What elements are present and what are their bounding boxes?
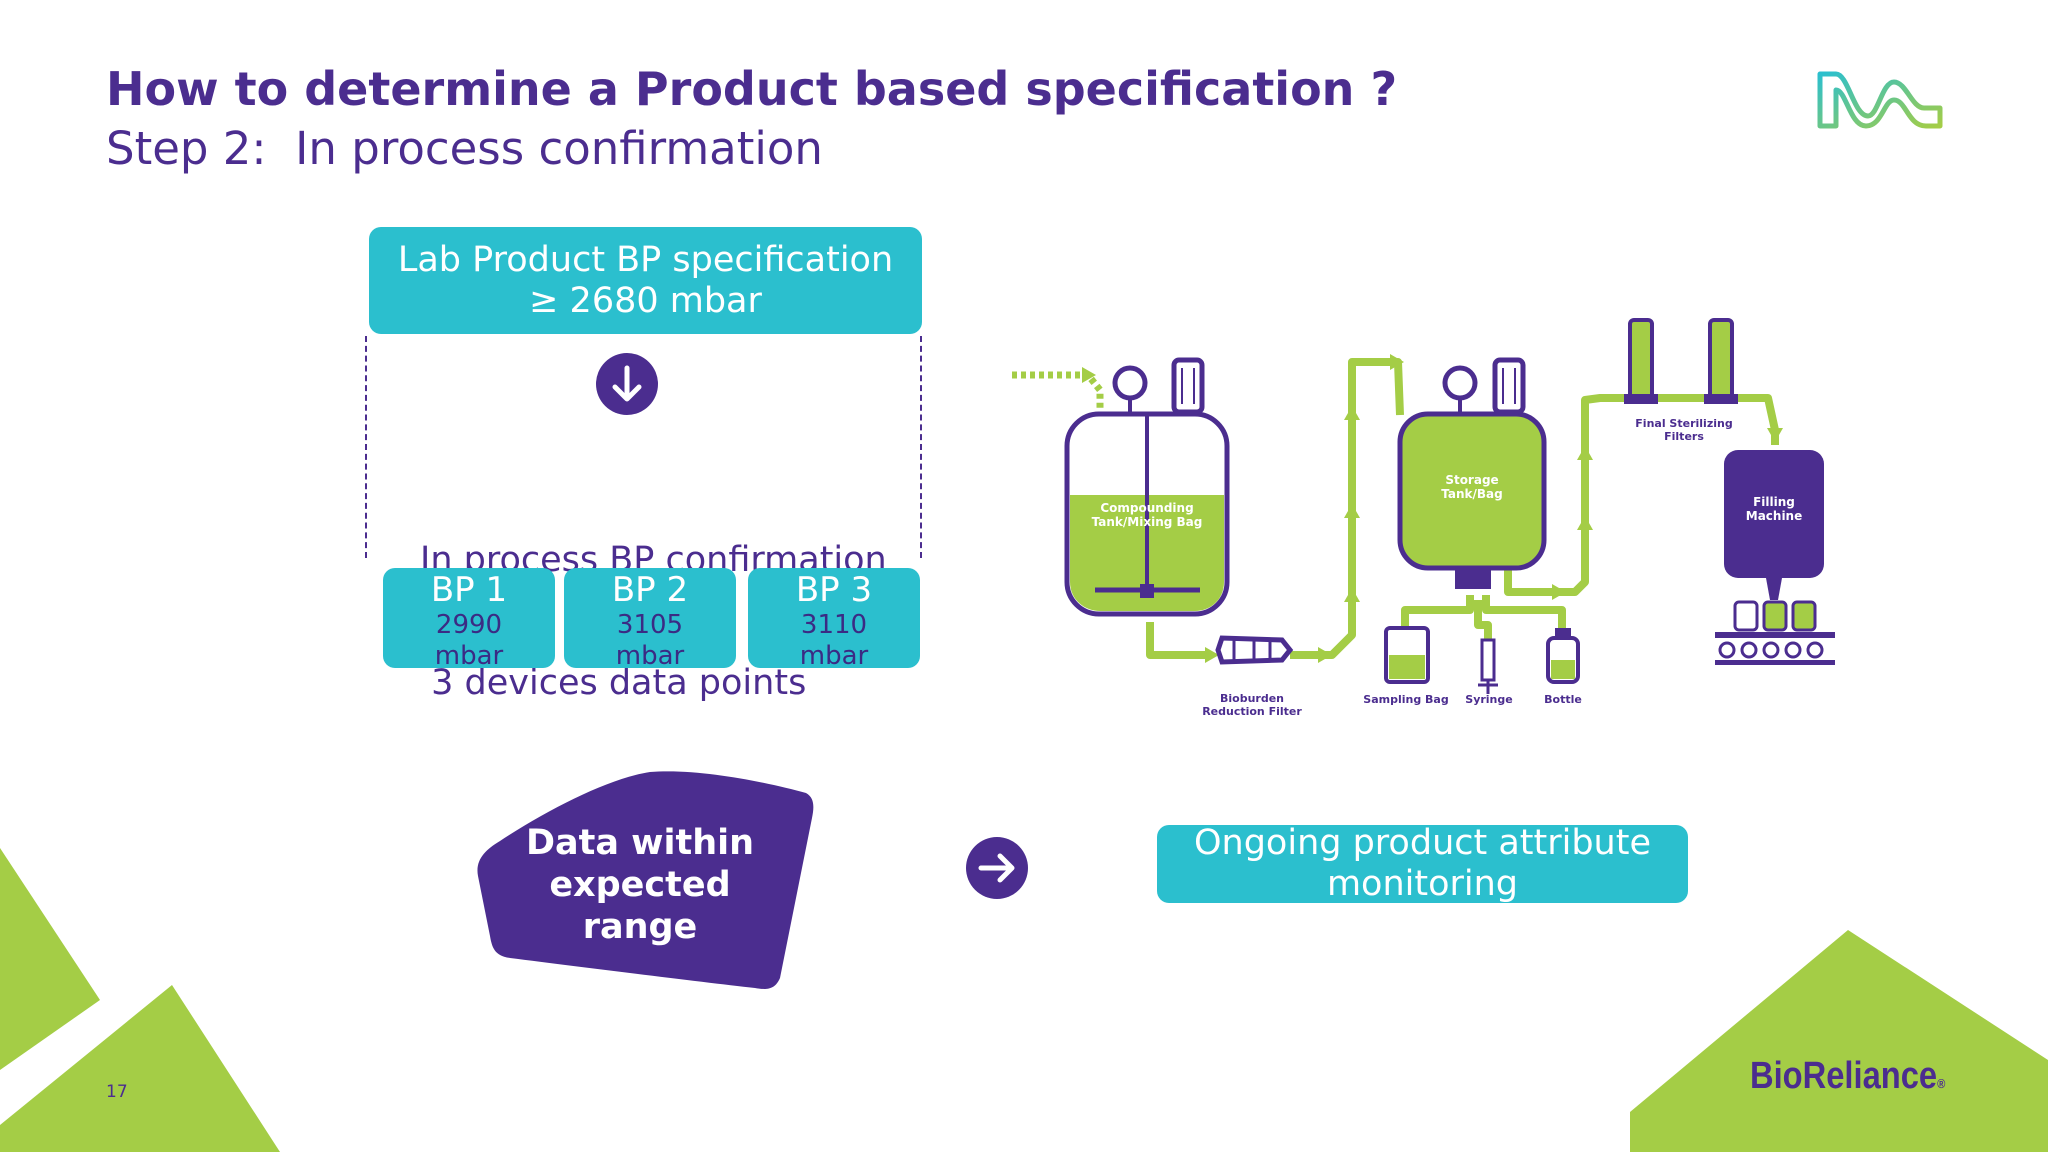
bp-box-unit: mbar: [799, 641, 869, 671]
process-diagram: Compounding Tank/Mixing Bag Storage Tank…: [1012, 318, 1835, 718]
syringe-label: Syringe: [1465, 693, 1512, 706]
ongoing-line1: Ongoing product attribute: [1193, 823, 1652, 863]
filling-label-2: Machine: [1746, 509, 1803, 523]
bottle-label: Bottle: [1544, 693, 1582, 706]
bp-box-3: BP 3 3110 mbar: [748, 568, 920, 671]
brand-name: BioReliance: [1750, 1055, 1938, 1097]
ongoing-monitoring-box: Ongoing product attribute monitoring: [1157, 823, 1688, 904]
right-dashed-line: [920, 336, 922, 558]
bioreliance-logo: BioReliance®: [1750, 1055, 1945, 1098]
bp-box-unit: mbar: [615, 641, 685, 671]
bp-box-2: BP 2 3105 mbar: [564, 568, 736, 671]
spec-box-line2: ≥ 2680 mbar: [529, 280, 762, 321]
range-line2: expected: [549, 865, 731, 905]
arrow-right-circle-icon: [966, 837, 1028, 899]
left-dashed-line: [365, 336, 367, 558]
compounding-label-1: Compounding: [1100, 501, 1193, 515]
bp-box-label: BP 1: [430, 570, 508, 610]
slide-subtitle: Step 2: In process confirmation: [106, 122, 823, 175]
bp-box-unit: mbar: [434, 641, 504, 671]
sampling-bag-label: Sampling Bag: [1363, 693, 1448, 706]
slide-title: How to determine a Product based specifi…: [106, 62, 1398, 116]
bp-box-label: BP 3: [795, 570, 873, 610]
confirmation-line2: 3 devices data points: [420, 663, 807, 703]
filters-label-1: Final Sterilizing: [1635, 417, 1732, 430]
bp-box-label: BP 2: [611, 570, 689, 610]
bp-box-value: 2990: [435, 610, 503, 640]
compounding-label-2: Tank/Mixing Bag: [1092, 515, 1203, 529]
bp-box-1: BP 1 2990 mbar: [383, 568, 555, 671]
filters-label-2: Filters: [1664, 430, 1704, 443]
storage-label-2: Tank/Bag: [1441, 487, 1502, 501]
spec-box: Lab Product BP specification ≥ 2680 mbar: [369, 227, 922, 334]
bp-box-value: 3110: [800, 610, 868, 640]
storage-label-1: Storage: [1445, 473, 1498, 487]
brand-registered-mark: ®: [1937, 1076, 1946, 1091]
page-number: 17: [106, 1082, 128, 1102]
bioburden-label-1: Bioburden: [1220, 692, 1284, 705]
spec-box-line1: Lab Product BP specification: [397, 239, 894, 280]
range-line3: range: [582, 907, 698, 947]
merck-m-logo-icon: [1817, 71, 1943, 129]
filling-label-1: Filling: [1753, 495, 1795, 509]
bp-box-value: 3105: [616, 610, 684, 640]
arrow-down-circle-icon: [596, 353, 658, 415]
ongoing-line2: monitoring: [1326, 864, 1519, 904]
bioburden-label-2: Reduction Filter: [1202, 705, 1302, 718]
range-badge-shape: [477, 771, 814, 989]
range-badge-text: Data within expected range: [490, 822, 790, 948]
range-line1: Data within: [525, 823, 755, 863]
